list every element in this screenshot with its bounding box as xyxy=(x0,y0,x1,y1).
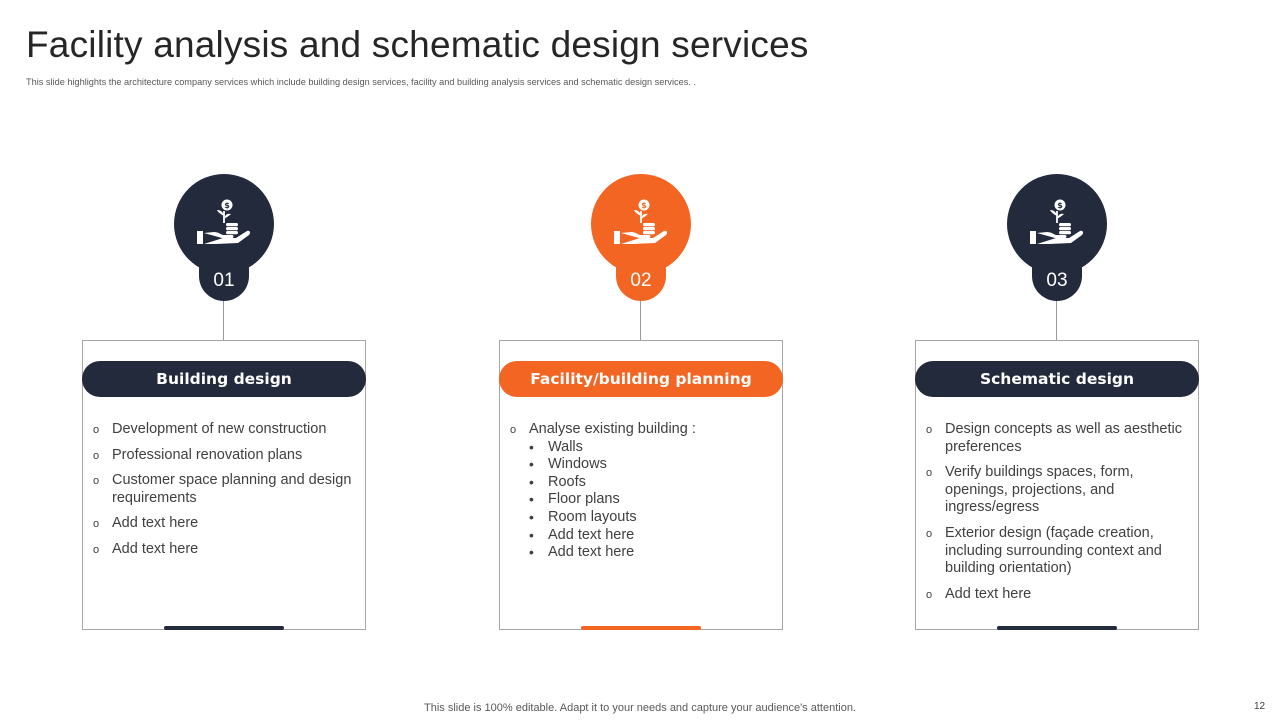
sub-list-item: •Walls xyxy=(529,438,583,455)
sub-list-item: •Windows xyxy=(529,456,607,473)
footer-note: This slide is 100% editable. Adapt it to… xyxy=(424,702,856,714)
card-heading: Building design xyxy=(82,361,366,397)
connector-line xyxy=(640,301,641,340)
hand-coins-plant-icon: $ xyxy=(1030,199,1084,244)
svg-text:$: $ xyxy=(1057,201,1063,210)
card-number: 03 xyxy=(1046,270,1068,291)
bulb-circle xyxy=(591,174,691,274)
card-number: 01 xyxy=(213,270,235,291)
hand-coins-plant-icon: $ xyxy=(197,199,251,244)
card-number: 02 xyxy=(630,270,652,291)
svg-text:$: $ xyxy=(641,201,647,210)
card-bottom-bar xyxy=(164,626,284,630)
card-heading: Schematic design xyxy=(915,361,1199,397)
sub-list-item: •Floor plans xyxy=(529,491,620,508)
bulb-circle xyxy=(1007,174,1107,274)
sub-list-item: •Add text here xyxy=(529,544,635,561)
bulb-circle xyxy=(174,174,274,274)
card-bottom-bar xyxy=(581,626,701,630)
page-title: Facility analysis and schematic design s… xyxy=(26,24,809,65)
bulb-stem xyxy=(1032,258,1082,301)
hand-coins-plant-icon: $ xyxy=(614,199,668,244)
svg-text:$: $ xyxy=(224,201,230,210)
bulb-stem xyxy=(199,258,249,301)
bulb-stem xyxy=(616,258,666,301)
sub-list: •Walls •Windows •Roofs •Floor plans •Roo… xyxy=(529,439,776,562)
page-subtitle: This slide highlights the architecture c… xyxy=(26,77,696,87)
page-number: 12 xyxy=(1254,701,1266,712)
sub-list-item: •Add text here xyxy=(529,526,635,543)
card-bottom-bar xyxy=(997,626,1117,630)
connector-line xyxy=(1056,301,1057,340)
sub-list-item: •Room layouts xyxy=(529,508,637,525)
card-heading: Facility/building planning xyxy=(499,361,783,397)
connector-line xyxy=(223,301,224,340)
sub-list-item: •Roofs xyxy=(529,473,586,490)
